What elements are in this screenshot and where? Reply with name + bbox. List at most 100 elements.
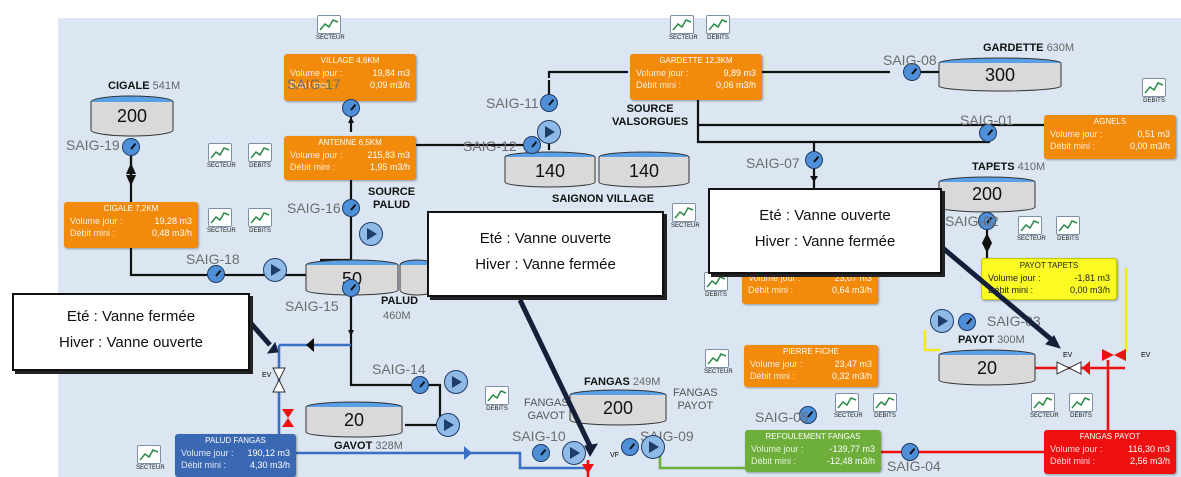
vf-valve-label: VF [610,452,619,459]
panel-village-volume: 19,84 m3 [372,68,410,78]
pump-8-icon[interactable] [436,413,460,437]
panel-cigale-debit: 0,48 m3/h [151,228,192,238]
panel-pierre-fiche[interactable]: PIERRE FICHE Volume jour :23,47 m3 Débit… [744,345,878,387]
chart-button-secteur-19[interactable]: SECTEUR [136,445,165,472]
pump-5-icon[interactable] [562,441,586,465]
source-fangas-payot-label: FANGAS PAYOT [673,387,718,413]
panel-agnels[interactable]: AGNELS Volume jour :0,51 m3 Débit mini :… [1044,115,1176,159]
flow-meter-saig-10-icon[interactable] [532,444,550,462]
panel-cigale[interactable]: CIGALE 7,2KM Volume jour :19,28 m3 Débit… [64,202,198,248]
chart-button-secteur-2[interactable]: SECTEUR [207,143,236,170]
site-cigale-label: CIGALE 541M [108,80,180,92]
flow-meter-saig-17-icon[interactable] [342,99,360,117]
chart-button-debits-8[interactable]: DEBITS [1141,78,1167,105]
trend-chart-icon [835,393,859,412]
trend-chart-icon [1069,393,1093,412]
flow-meter-saig-18-icon[interactable] [207,265,225,283]
panel-tapets-mid-debit: 0,64 m3/h [831,285,872,295]
pump-arrow [545,126,555,138]
tank-cigale-shape [90,95,174,137]
flow-meter-saig-09-icon[interactable] [621,438,639,456]
debit-label: Débit mini : [290,80,336,90]
panel-tapets-mid[interactable]: Volume jour :23,07 m3 Débit mini :0,64 m… [742,268,878,304]
chart-button-secteur-15[interactable]: SECTEUR [834,393,863,420]
flow-meter-saig-11-icon[interactable] [540,94,558,112]
pump-6-icon[interactable] [641,435,665,459]
chart-button-caption: DEBITS [1057,236,1079,242]
panel-fangas-payot[interactable]: FANGAS PAYOT Volume jour :116,30 m3 Débi… [1044,430,1176,474]
volume-label: Volume jour : [290,68,343,78]
volume-label: Volume jour : [750,359,803,369]
panel-village[interactable]: VILLAGE 4,6KM Volume jour :19,84 m3 Débi… [284,54,416,101]
pump-2-icon[interactable] [359,222,383,246]
trend-chart-icon [873,393,897,412]
tank-payot: 20 [937,348,1037,388]
chart-button-secteur-11[interactable]: SECTEUR [1017,216,1046,243]
sensor-label-saig-08: SAIG-08 [883,52,937,68]
flow-meter-saig-07-icon[interactable] [805,151,823,169]
panel-gardette[interactable]: GARDETTE 12,3KM Volume jour :9,89 m3 Déb… [630,54,762,100]
flow-meter-saig-15-icon[interactable] [342,279,360,297]
flow-meter-saig-16-icon[interactable] [342,199,360,217]
panel-palud-fangas-title: PALUD FANGAS [205,436,266,445]
ev-valve-payot-icon[interactable] [1055,360,1083,376]
pump-3-icon[interactable] [263,258,287,282]
chart-button-caption: DEBITS [874,413,896,419]
tank-saignon-b: 140 [597,150,691,190]
red-valve-payot-icon[interactable] [1100,347,1128,363]
tank-cigale-volume: 200 [116,106,148,126]
site-saignon-name: SAIGNON VILLAGE [552,193,655,205]
panel-refoulement-fangas[interactable]: REFOULEMENT FANGAS Volume jour :-139,77 … [745,430,881,472]
chart-button-secteur-4[interactable]: SECTEUR [207,208,236,235]
flow-meter-saig-14-icon[interactable] [411,376,429,394]
pump-7-icon[interactable] [930,309,954,333]
red-valve-vf-icon[interactable] [580,462,596,477]
panel-payot-tapets[interactable]: PAYOT TAPETS Volume jour :-1,81 m3 Débit… [981,258,1117,300]
tank-saignon-b-volume: 140 [628,161,660,181]
flow-meter-saig-03-icon[interactable] [958,313,976,331]
chart-button-debits-7[interactable]: DEBITS [705,15,731,42]
sensor-label-saig-12: SAIG-12 [463,138,517,154]
chart-button-secteur-6[interactable]: SECTEUR [669,15,698,42]
chart-button-secteur-17[interactable]: SECTEUR [1030,393,1059,420]
flow-meter-saig-12-icon[interactable] [523,136,541,154]
panel-gardette-debit: 0,06 m3/h [715,80,756,90]
chart-button-debits-14[interactable]: DEBITS [484,386,510,413]
chart-button-debits-5[interactable]: DEBITS [247,208,273,235]
flow-meter-saig-19-icon[interactable] [122,138,140,156]
flow-meter-saig-08-icon[interactable] [903,63,921,81]
chart-button-caption: SECTEUR [1017,236,1046,242]
panel-refoulement-volume: -139,77 m3 [829,444,875,454]
panel-fangas-payot-volume: 116,30 m3 [1128,444,1170,454]
trend-chart-icon [208,143,232,162]
panel-antenne[interactable]: ANTENNE 6,5KM Volume jour :215,83 m3 Déb… [284,136,416,180]
volume-label: Volume jour : [988,273,1041,283]
panel-palud-fangas-volume: 190,12 m3 [247,448,290,458]
chart-button-debits-3[interactable]: DEBITS [247,143,273,170]
chart-button-debits-12[interactable]: DEBITS [1055,216,1081,243]
chart-button-secteur-1[interactable]: SECTEUR [316,15,345,42]
chart-button-debits-16[interactable]: DEBITS [872,393,898,420]
flow-meter-saig-01-icon[interactable] [979,124,997,142]
pump-1-icon[interactable] [537,120,561,144]
tank-saignon-a: 140 [503,150,597,190]
red-valve-gavot-icon[interactable] [280,407,296,429]
trend-chart-icon [248,208,272,227]
panel-palud-fangas-debit: 4,30 m3/h [249,460,290,470]
chart-button-secteur-13[interactable]: SECTEUR [704,349,733,376]
tank-gardette-shape [938,57,1062,92]
pump-4-icon[interactable] [444,370,468,394]
panel-cigale-volume: 19,28 m3 [154,216,192,226]
flow-meter-saig-02-icon[interactable] [978,212,996,230]
chart-button-debits-18[interactable]: DEBITS [1068,393,1094,420]
chart-button-caption: DEBITS [1143,98,1165,104]
flow-meter-saig-05-icon[interactable] [799,406,817,424]
sensor-label-saig-11: SAIG-11 [486,95,539,111]
chart-button-secteur-9[interactable]: SECTEUR [671,203,700,230]
callout-middle-line1: Eté : Vanne ouverte [479,230,612,247]
panel-palud-fangas[interactable]: PALUD FANGAS Volume jour :190,12 m3 Débi… [175,434,296,477]
callout-middle-line2: Hiver : Vanne fermée [475,256,616,273]
site-gavot-alt: 328M [375,440,403,452]
flow-meter-saig-04-icon[interactable] [901,443,919,461]
ev-valve-left-icon[interactable] [271,366,287,394]
